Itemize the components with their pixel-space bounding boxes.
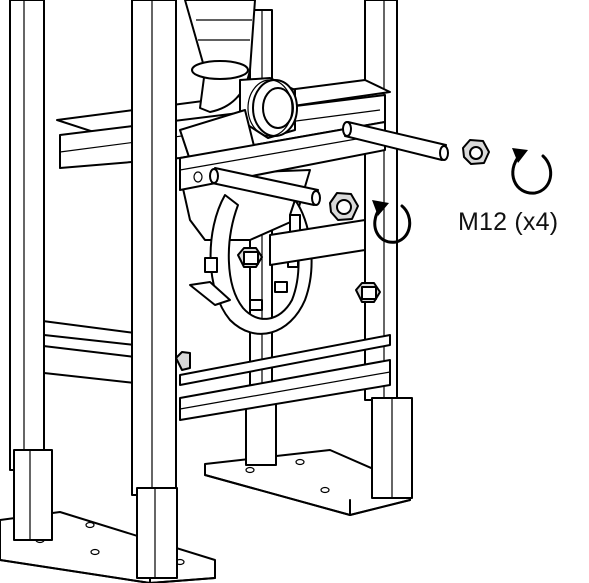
bracket-ring — [189, 194, 313, 335]
front-lower-rail — [34, 319, 391, 421]
lower-rear-rail — [269, 219, 366, 266]
front-leg-center — [131, 0, 178, 579]
threaded-rod-left — [209, 167, 321, 206]
threaded-rod-right — [342, 121, 449, 161]
rear-leg-right — [364, 0, 413, 499]
hex-bolt-rear — [355, 282, 381, 303]
foot-plate-right — [204, 449, 411, 516]
hex-bolt-front — [237, 247, 263, 268]
hex-nut-right — [462, 139, 490, 165]
clockwise-arrow-icon — [511, 148, 553, 195]
drain-elbow — [179, 0, 298, 161]
front-leg-left — [9, 0, 53, 541]
hex-bolt-lower — [175, 351, 191, 371]
clockwise-arrow-icon — [372, 200, 412, 244]
fastener-size-label: M12 (x4) — [458, 208, 559, 236]
hex-nut-left — [329, 192, 359, 221]
